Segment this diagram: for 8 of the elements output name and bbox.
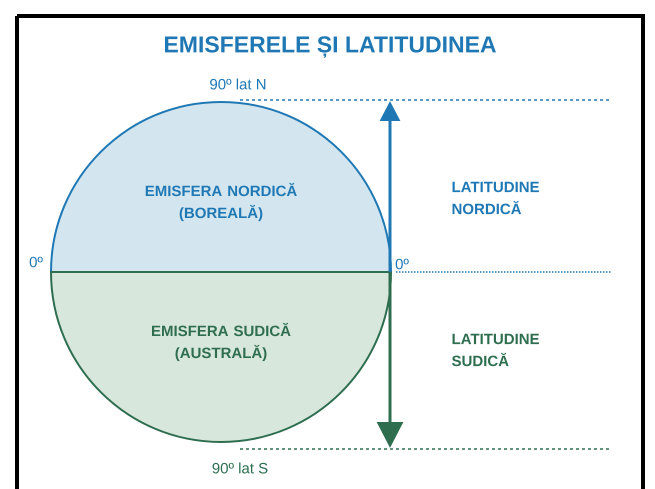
title: EMISFERELE ȘI LATITUDINEA — [165, 36, 496, 58]
degree-label: 0º — [30, 256, 43, 268]
degree-label: 0º — [396, 258, 409, 270]
zone-label: LATITUDINE SUDICĂ — [452, 334, 539, 366]
southern-hemisphere: EMISFERA SUDICĂ (AUSTRALĂ) — [50, 271, 392, 443]
northern-hemisphere: EMISFERA NORDICĂ (BOREALĂ) — [50, 101, 392, 273]
zone-label: LATITUDINE NORDICĂ — [452, 182, 539, 214]
latitude-label: 90º lat S — [212, 462, 268, 474]
